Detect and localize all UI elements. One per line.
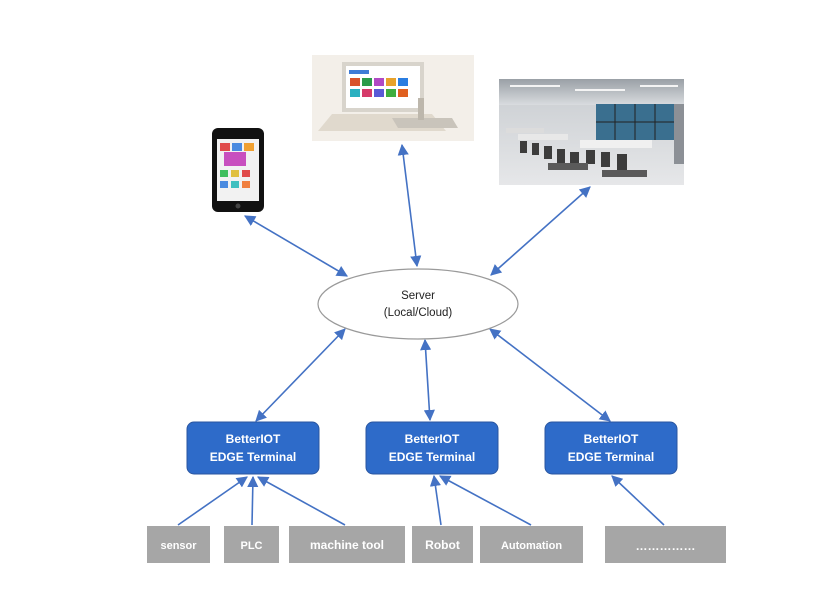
device-sensor-label: sensor — [160, 540, 197, 552]
arrow-server-terminal-1 — [255, 328, 346, 422]
edge-terminal-3: BetterIOT EDGE Terminal — [544, 421, 678, 475]
arrow-phone-server — [244, 215, 348, 277]
arrow-more-terminal-3 — [611, 475, 665, 526]
server-node: Server (Local/Cloud) — [317, 268, 519, 340]
arrow-laptop-server — [397, 143, 422, 268]
device-robot-label: Robot — [425, 538, 460, 552]
device-robot: Robot — [412, 526, 473, 563]
edge-terminal-1-line2: EDGE Terminal — [210, 450, 296, 464]
device-plc-label: PLC — [241, 540, 263, 552]
arrow-automation-terminal-2 — [439, 475, 532, 526]
arrow-server-terminal-3 — [489, 328, 611, 422]
edge-terminal-3-line2: EDGE Terminal — [568, 450, 654, 464]
device-automation: Automation — [480, 526, 583, 563]
edge-terminal-1-line1: BetterIOT — [226, 432, 281, 446]
device-automation-label: Automation — [501, 540, 562, 552]
smartphone-icon — [212, 128, 264, 212]
edge-terminal-2: BetterIOT EDGE Terminal — [365, 421, 499, 475]
server-subtitle: (Local/Cloud) — [384, 307, 453, 319]
arrow-server-terminal-2 — [420, 338, 435, 422]
device-machine-tool-label: machine tool — [310, 538, 384, 552]
laptop-tablet-icon — [312, 55, 474, 141]
edge-terminal-1: BetterIOT EDGE Terminal — [186, 421, 320, 475]
control-room-icon — [499, 79, 684, 185]
edge-terminal-3-line1: BetterIOT — [584, 432, 639, 446]
edge-terminal-2-line1: BetterIOT — [405, 432, 460, 446]
arrow-controlroom-server — [490, 186, 591, 276]
device-more: …………… — [605, 526, 726, 563]
arrow-machinetool-terminal-1 — [257, 476, 346, 526]
server-title: Server — [401, 290, 435, 302]
arrow-plc-terminal-1 — [247, 475, 259, 526]
device-more-label: …………… — [636, 539, 696, 553]
edge-terminal-2-line2: EDGE Terminal — [389, 450, 475, 464]
device-plc: PLC — [224, 526, 279, 563]
device-sensor: sensor — [147, 526, 210, 563]
device-machine-tool: machine tool — [289, 526, 405, 563]
arrow-sensor-terminal-1 — [177, 476, 248, 526]
arrow-robot-terminal-2 — [429, 474, 442, 526]
